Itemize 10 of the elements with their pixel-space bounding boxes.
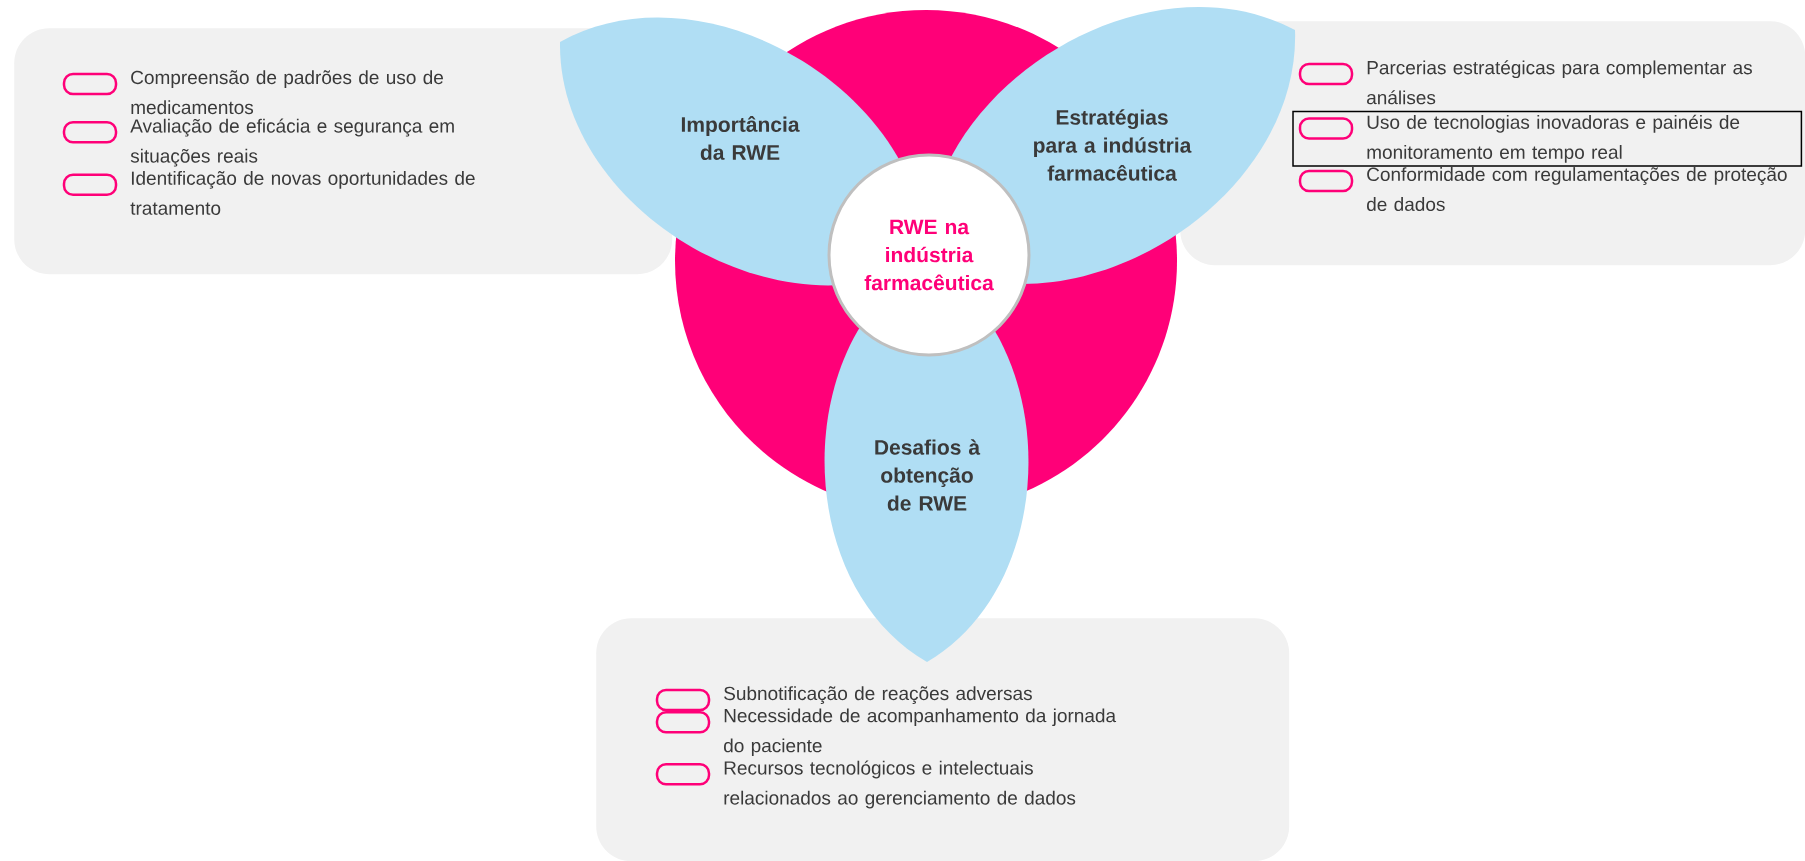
highlight-box <box>1292 110 1803 167</box>
list-item: Necessidade de acompanhamento da jornada do paciente <box>724 708 1117 757</box>
list-item: Conformidade com regulamentações de proteção de dados <box>1367 167 1787 212</box>
list-item: Avaliação de eficácia e segurança em situações reais <box>130 118 454 167</box>
list-item: Compreensão de padrões de uso de medicamentos <box>131 70 443 115</box>
list-item: Parcerias estratégicas para complementar as análises <box>1367 60 1752 105</box>
list-item: Subnotificação de reações adversas <box>724 686 1032 704</box>
list-item: Uso de tecnologias inovadoras e painéis de monitoramento em tempo real <box>1367 114 1740 163</box>
list-item: Identificação de novas oportunidades de tratamento <box>130 170 475 215</box>
list-item: Recursos tecnológicos e intelectuais relacionados ao gerenciamento de dados <box>724 760 1076 809</box>
